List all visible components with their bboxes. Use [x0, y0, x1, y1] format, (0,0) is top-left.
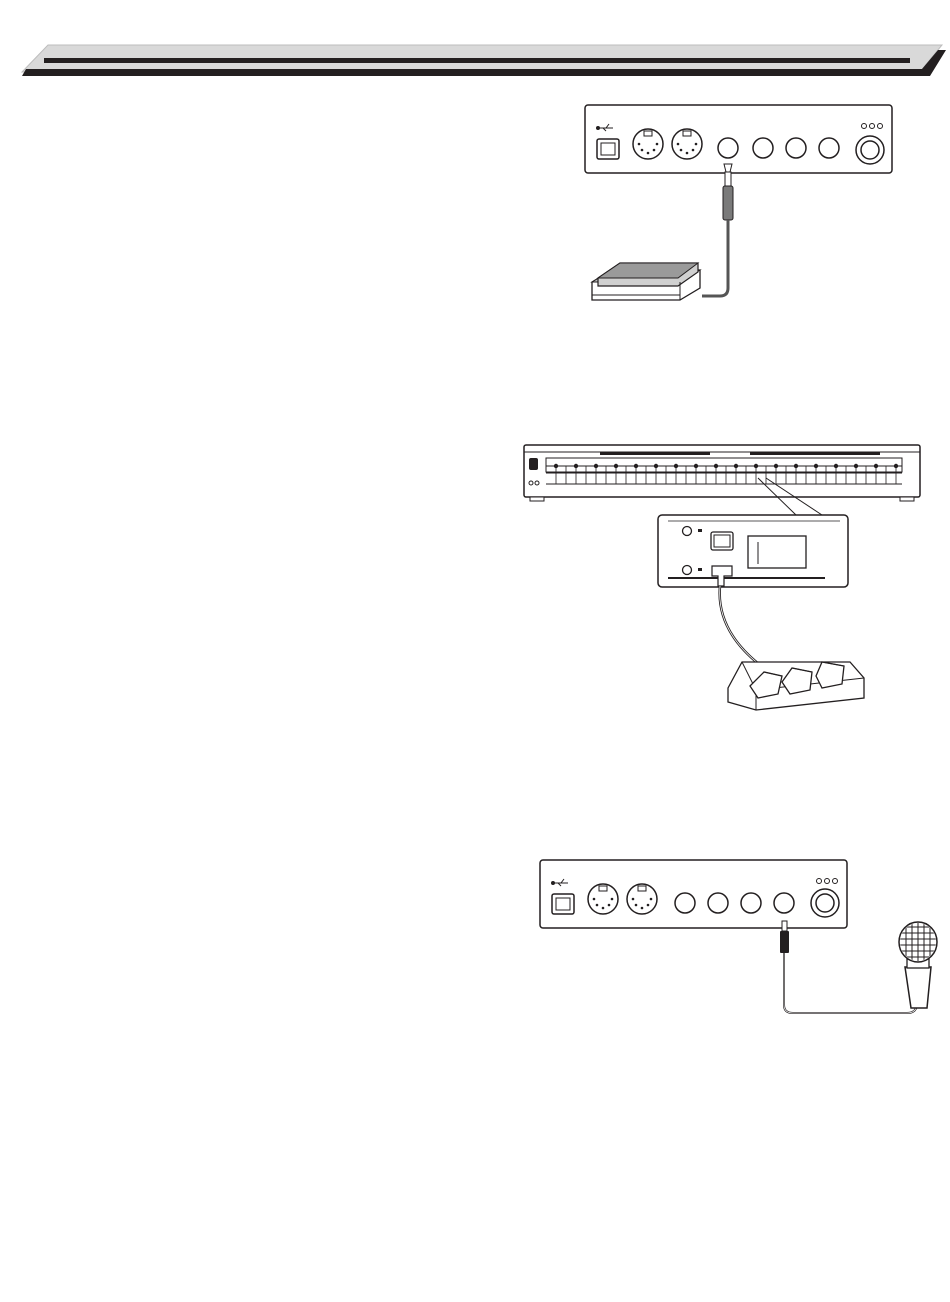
jack	[774, 893, 794, 913]
midi-port	[672, 129, 702, 159]
cable	[784, 953, 917, 1013]
footswitch-pedal	[592, 263, 700, 300]
header-bar	[0, 0, 950, 90]
microphone-illustration	[535, 855, 950, 1030]
usb-port	[597, 139, 619, 159]
triple-pedal-illustration	[520, 440, 925, 715]
midi-port	[633, 129, 663, 159]
rear-panel	[540, 860, 847, 928]
midi-port	[627, 884, 657, 914]
keyboard	[524, 445, 920, 501]
dc-in-jack	[856, 136, 884, 164]
usb-port	[552, 894, 574, 914]
triple-pedal-unit	[728, 662, 864, 710]
midi-port	[588, 884, 618, 914]
jack	[741, 893, 761, 913]
cable	[720, 586, 760, 665]
pedal-connector-panel	[658, 515, 848, 587]
jack	[786, 138, 806, 158]
microphone	[899, 921, 937, 1008]
jack	[753, 138, 773, 158]
rear-panel	[585, 105, 892, 173]
dc-in-jack	[811, 889, 839, 917]
sustain-pedal-illustration	[580, 100, 900, 320]
jack	[675, 893, 695, 913]
jack	[819, 138, 839, 158]
jack	[708, 893, 728, 913]
jack	[718, 138, 738, 158]
cable	[702, 220, 728, 296]
